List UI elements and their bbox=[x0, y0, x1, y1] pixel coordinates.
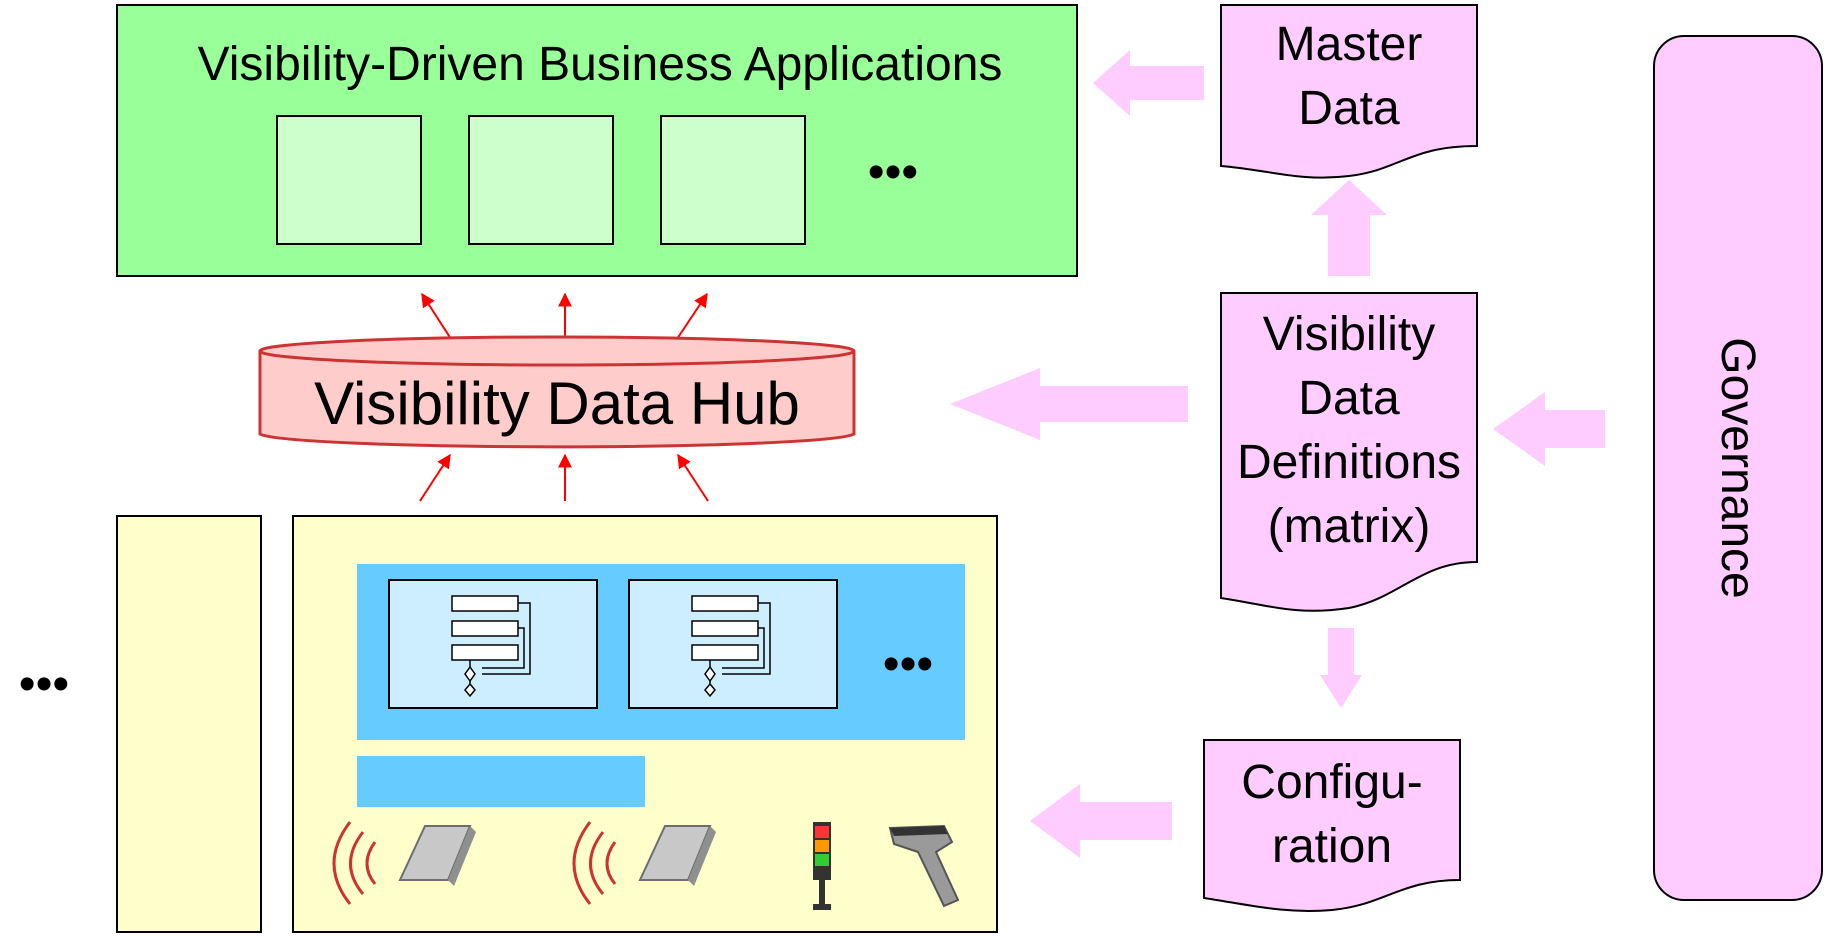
governance-label: Governance bbox=[1711, 337, 1764, 599]
arrow-definitions-to-configuration bbox=[1320, 628, 1362, 708]
hub-body bbox=[258, 351, 856, 449]
apps-ellipsis: ••• bbox=[868, 146, 918, 199]
definitions-document: Visibility Data Definitions (matrix) bbox=[1220, 292, 1478, 612]
definitions-line3: Definitions bbox=[1237, 436, 1461, 489]
arrow-configuration-to-capture bbox=[1030, 784, 1172, 858]
configuration-line2: ration bbox=[1272, 820, 1392, 873]
capture-arrow-left bbox=[419, 453, 451, 502]
app-box-3 bbox=[660, 115, 806, 245]
process-module-1 bbox=[388, 579, 598, 709]
configuration-shape bbox=[1203, 739, 1461, 912]
arrow-definitions-to-master bbox=[1311, 180, 1387, 276]
middleware-bar bbox=[357, 756, 645, 807]
business-applications-title: Visibility-Driven Business Applications bbox=[198, 38, 1003, 91]
capture-arrow-right bbox=[677, 453, 709, 502]
rfid-reader-icon bbox=[572, 821, 716, 905]
configuration-document: Configu- ration bbox=[1203, 739, 1461, 912]
definitions-line2: Data bbox=[1298, 372, 1400, 425]
barcode-scanner-icon bbox=[888, 824, 960, 908]
capture-side-column bbox=[116, 515, 262, 933]
configuration-line1: Configu- bbox=[1241, 756, 1422, 809]
app-box-1 bbox=[276, 115, 422, 245]
workflow-icon bbox=[691, 595, 771, 698]
master-data-line1: Master bbox=[1276, 18, 1423, 71]
flow-arrows bbox=[950, 50, 1605, 858]
stack-light-icon bbox=[813, 822, 831, 910]
event-arrow-up-left bbox=[421, 292, 454, 343]
rfid-reader-icon bbox=[332, 821, 476, 905]
visibility-data-hub: Visibility Data Hub bbox=[258, 335, 856, 449]
master-data-shape bbox=[1220, 4, 1478, 179]
hub-label: Visibility Data Hub bbox=[314, 370, 800, 437]
process-ellipsis: ••• bbox=[883, 638, 933, 691]
master-data-document: Master Data bbox=[1220, 4, 1478, 179]
arrow-master-to-apps bbox=[1093, 50, 1204, 116]
process-module-2 bbox=[628, 579, 838, 709]
definitions-line4: (matrix) bbox=[1268, 500, 1431, 553]
arrow-governance-to-definitions bbox=[1493, 392, 1605, 466]
app-box-2 bbox=[468, 115, 614, 245]
definitions-line1: Visibility bbox=[1263, 308, 1436, 361]
workflow-icon bbox=[451, 595, 531, 698]
master-data-line2: Data bbox=[1298, 82, 1400, 135]
capture-site-block: ••• bbox=[292, 515, 998, 933]
arrow-definitions-to-hub bbox=[950, 368, 1188, 440]
event-arrows bbox=[419, 292, 709, 502]
business-applications-block: Visibility-Driven Business Applications … bbox=[116, 4, 1078, 277]
governance-frame bbox=[1653, 35, 1823, 901]
capture-ellipsis-left: ••• bbox=[19, 658, 69, 711]
definitions-shape bbox=[1220, 292, 1478, 612]
event-arrow-up-right bbox=[674, 292, 708, 343]
hub-top bbox=[258, 335, 856, 367]
governance-block: Governance bbox=[1653, 35, 1823, 901]
